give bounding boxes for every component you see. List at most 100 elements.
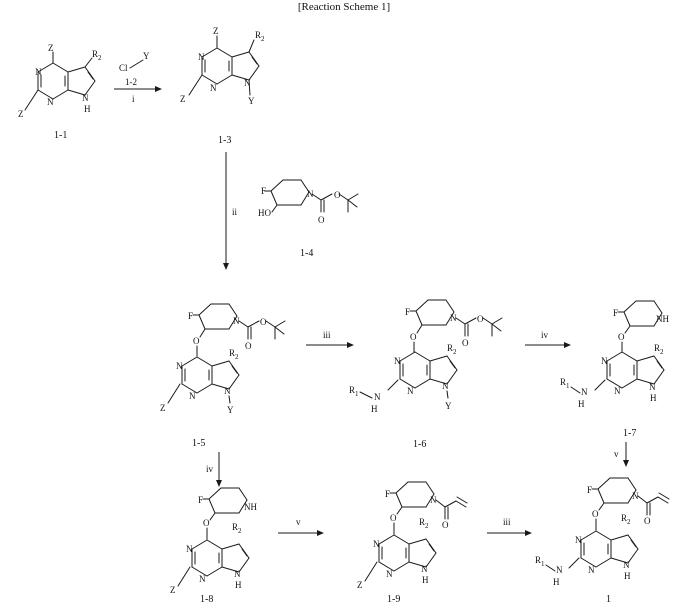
svg-text:N: N (82, 93, 89, 103)
svg-text:2: 2 (235, 353, 239, 361)
svg-text:N: N (649, 382, 656, 392)
svg-text:N: N (430, 495, 437, 505)
svg-text:HO: HO (258, 208, 271, 218)
svg-text:N: N (199, 574, 206, 584)
step-iii-bottom: iii (487, 517, 532, 536)
svg-text:H: H (624, 571, 631, 581)
step-ii: ii (223, 152, 238, 270)
svg-text:2: 2 (425, 522, 429, 530)
label-1: 1 (606, 594, 611, 604)
svg-text:iv: iv (206, 464, 214, 474)
svg-text:R: R (535, 555, 541, 565)
label-1-6: 1-6 (413, 439, 426, 450)
svg-text:1-2: 1-2 (125, 77, 137, 87)
svg-text:Z: Z (357, 580, 363, 590)
scheme-title: [Reaction Scheme 1] (298, 1, 390, 13)
label-1-1: 1-1 (54, 130, 67, 141)
svg-text:F: F (613, 308, 618, 318)
svg-text:Z: Z (160, 403, 166, 413)
svg-text:N: N (47, 97, 54, 107)
svg-text:1: 1 (541, 560, 545, 568)
svg-text:2: 2 (261, 35, 265, 43)
svg-text:v: v (296, 517, 301, 527)
svg-text:N: N (176, 361, 183, 371)
svg-text:O: O (644, 516, 651, 526)
svg-text:N: N (210, 83, 217, 93)
svg-text:Y: Y (227, 405, 234, 415)
compound-1: F N O O R 2 N N R 1 N H N H 1 (535, 477, 670, 604)
svg-text:N: N (224, 386, 231, 396)
svg-text:N: N (421, 564, 428, 574)
svg-text:2: 2 (627, 518, 631, 526)
svg-text:N: N (575, 535, 582, 545)
label-1-4: 1-4 (300, 248, 313, 259)
svg-text:F: F (587, 485, 592, 495)
svg-text:N: N (614, 386, 621, 396)
label-1-3: 1-3 (218, 135, 231, 146)
svg-text:v: v (614, 449, 619, 459)
svg-text:R: R (560, 377, 566, 387)
compound-1-3: Z N N Z R 2 N Y 1-3 (180, 26, 265, 146)
compound-1-9: F N O O R 2 N N Z N H 1-9 (357, 481, 468, 604)
svg-text:N: N (556, 565, 563, 575)
svg-text:F: F (198, 495, 203, 505)
svg-text:N: N (632, 491, 639, 501)
svg-text:R: R (654, 343, 660, 353)
svg-text:N: N (581, 387, 588, 397)
svg-text:iv: iv (541, 330, 549, 340)
svg-text:O: O (477, 314, 484, 324)
svg-text:N: N (601, 356, 608, 366)
step-iv-left: iv (206, 452, 222, 487)
svg-text:H: H (650, 393, 657, 403)
svg-text:N: N (186, 544, 193, 554)
svg-text:R: R (92, 49, 98, 59)
svg-text:NH: NH (656, 314, 669, 324)
compound-1-4: F HO N O O 1-4 (258, 179, 359, 259)
svg-text:H: H (553, 577, 560, 587)
compound-1-1: Z N N Z R 2 N H 1-1 (18, 43, 102, 141)
svg-text:R: R (255, 30, 261, 40)
compound-1-8: F NH O R 2 N N Z N H 1-8 (170, 487, 257, 604)
svg-text:ii: ii (232, 207, 238, 217)
svg-text:H: H (578, 399, 585, 409)
svg-text:i: i (132, 94, 135, 104)
svg-text:O: O (260, 317, 267, 327)
svg-text:R: R (232, 522, 238, 532)
svg-text:N: N (189, 391, 196, 401)
svg-text:O: O (410, 332, 417, 342)
label-1-5: 1-5 (192, 438, 205, 449)
label-1-8: 1-8 (200, 594, 213, 604)
label-1-7: 1-7 (623, 428, 636, 439)
svg-text:NH: NH (244, 502, 257, 512)
svg-text:N: N (623, 560, 630, 570)
svg-text:N: N (373, 539, 380, 549)
svg-text:Y: Y (248, 96, 255, 106)
svg-text:R: R (621, 513, 627, 523)
svg-text:O: O (592, 509, 599, 519)
svg-text:Y: Y (445, 401, 452, 411)
svg-text:H: H (371, 404, 378, 414)
svg-text:R: R (229, 348, 235, 358)
svg-text:O: O (442, 520, 449, 530)
svg-text:O: O (318, 215, 325, 225)
label-1-9: 1-9 (387, 594, 400, 604)
step-iv-top: iv (525, 330, 571, 348)
svg-text:N: N (407, 386, 414, 396)
svg-text:F: F (261, 186, 266, 196)
svg-text:2: 2 (98, 54, 102, 62)
svg-text:F: F (405, 307, 410, 317)
svg-text:N: N (307, 189, 314, 199)
svg-text:N: N (233, 316, 240, 326)
svg-text:N: N (394, 356, 401, 366)
svg-text:N: N (198, 52, 205, 62)
svg-text:R: R (447, 343, 453, 353)
svg-text:Z: Z (48, 43, 54, 53)
svg-text:N: N (588, 565, 595, 575)
svg-text:F: F (188, 311, 193, 321)
step-i: Cl Y 1-2 i (114, 51, 162, 104)
svg-text:Z: Z (180, 94, 186, 104)
svg-text:N: N (35, 67, 42, 77)
svg-text:O: O (334, 190, 341, 200)
svg-text:1: 1 (566, 382, 570, 390)
svg-text:H: H (84, 104, 91, 114)
